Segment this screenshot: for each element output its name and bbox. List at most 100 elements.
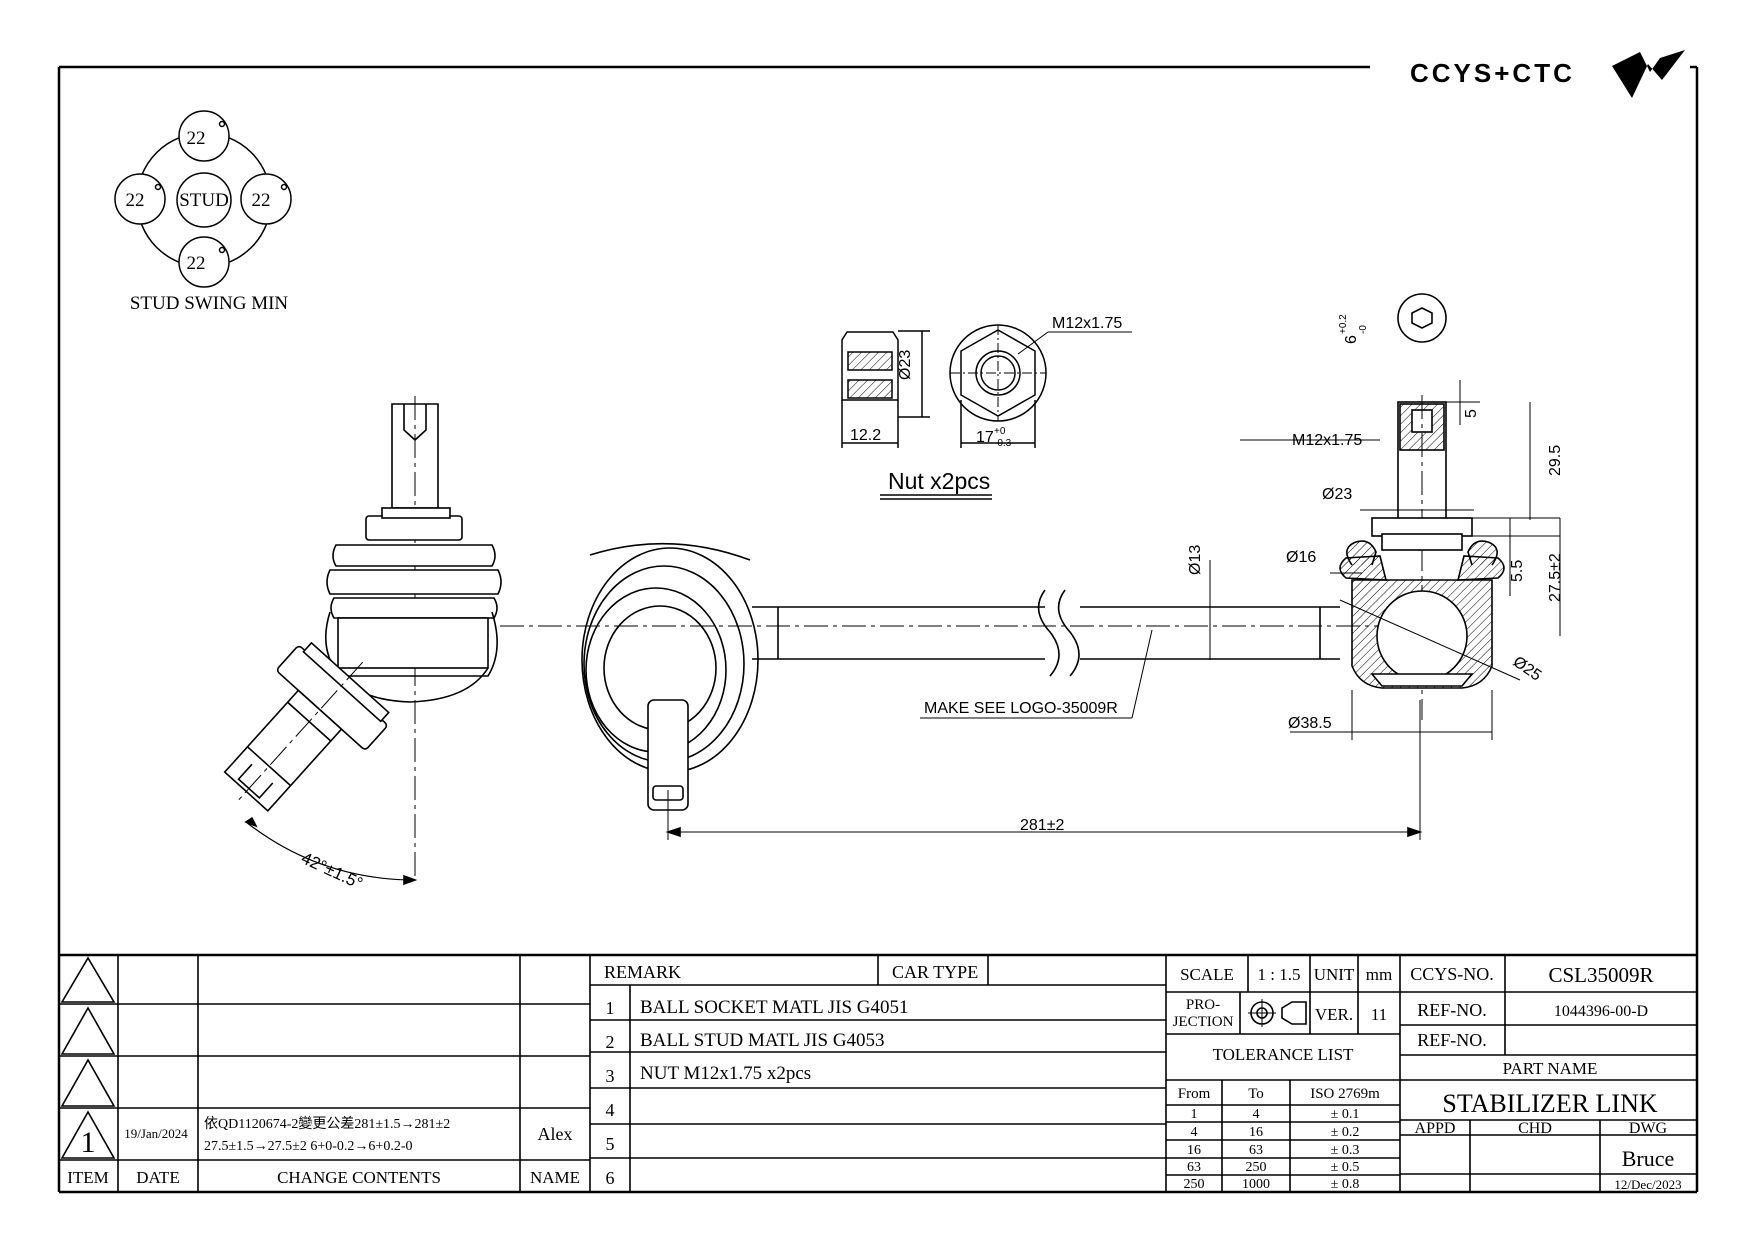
- nut-views: [841, 324, 1132, 500]
- title-block: CCYS-NO. CSL35009R REF-NO. 1044396-00-D …: [1410, 963, 1681, 1192]
- tol-to: 4: [1253, 1107, 1260, 1122]
- nut-diameter-dim: Ø23: [897, 350, 914, 380]
- tol-value: ± 0.5: [1331, 1160, 1360, 1175]
- dwg-label: DWG: [1629, 1120, 1668, 1137]
- car-type-header: CAR TYPE: [892, 962, 978, 982]
- tol-value: ± 0.8: [1331, 1177, 1360, 1192]
- tol-header-iso: ISO 2769m: [1310, 1086, 1380, 1102]
- remark-no-1: 1: [606, 998, 615, 1018]
- nut-width-dim: 17: [976, 429, 994, 446]
- revision-date: 19/Jan/2024: [124, 1126, 188, 1141]
- tol-value: ± 0.3: [1331, 1143, 1360, 1158]
- ver-value: 11: [1371, 1005, 1387, 1024]
- remarks-table: REMARK CAR TYPE 1 BALL SOCKET MATL JIS G…: [604, 962, 978, 1188]
- ref-label-2: REF-NO.: [1417, 1030, 1487, 1050]
- projection-label-1: PRO-: [1186, 997, 1220, 1013]
- nut-width-plus: +0: [994, 426, 1006, 437]
- swing-angle-top: 22: [187, 128, 206, 149]
- dim-5: 5: [1463, 409, 1480, 418]
- tol-header-to: To: [1248, 1086, 1264, 1102]
- header-name: NAME: [530, 1168, 580, 1187]
- tol-to: 16: [1249, 1125, 1263, 1140]
- ver-label: VER.: [1315, 1005, 1353, 1024]
- rod-diameter-dim: Ø13: [1187, 545, 1204, 575]
- revision-name: Alex: [538, 1124, 573, 1144]
- header-date: DATE: [136, 1168, 179, 1187]
- left-view: [223, 396, 502, 886]
- right-view: [1240, 293, 1561, 740]
- remark-no-2: 2: [606, 1032, 615, 1052]
- brand-logo: CCYS+CTC: [1410, 50, 1685, 98]
- header-item: ITEM: [67, 1168, 109, 1187]
- revision-content-line1: 依QD1120674-2變更公差281±1.5→281±2: [204, 1116, 450, 1132]
- tol-value: ± 0.1: [1331, 1107, 1360, 1122]
- scale-label: SCALE: [1180, 965, 1234, 984]
- swing-angle-left: 22: [126, 190, 145, 211]
- tol-to: 1000: [1242, 1177, 1270, 1192]
- length-dim: 281±2: [1020, 817, 1064, 834]
- stud-swing-diagram: [114, 110, 292, 288]
- dim-5-5: 5.5: [1509, 560, 1526, 582]
- drawing-date: 12/Dec/2023: [1614, 1177, 1681, 1192]
- revision-content-line2: 27.5±1.5→27.5±2 6+0-0.2→6+0.2-0: [204, 1139, 412, 1154]
- angle-dim: 42°±1.5°: [298, 848, 365, 893]
- hex-depth-dim: 6: [1343, 335, 1360, 344]
- tol-from: 4: [1191, 1125, 1198, 1140]
- ref-number: 1044396-00-D: [1554, 1003, 1648, 1020]
- nut-width-minus: -0.3: [994, 438, 1012, 449]
- tol-from: 250: [1184, 1177, 1205, 1192]
- nut-thread-dim: M12x1.75: [1052, 315, 1122, 332]
- tol-from: 1: [1191, 1107, 1198, 1122]
- dim-23: Ø23: [1322, 486, 1352, 503]
- tol-from: 16: [1187, 1143, 1201, 1158]
- unit-value: mm: [1366, 965, 1392, 984]
- remark-no-4: 4: [606, 1100, 615, 1120]
- revision-item: 1: [81, 1126, 96, 1159]
- nut-height-dim: 12.2: [850, 427, 881, 444]
- nut-caption: Nut x2pcs: [888, 468, 990, 494]
- chd-label: CHD: [1518, 1120, 1552, 1137]
- hex-depth-minus: -0: [1358, 325, 1369, 334]
- title-block-lines: [59, 955, 1697, 1192]
- tol-from: 63: [1187, 1160, 1201, 1175]
- stud-label: STUD: [179, 190, 229, 211]
- remark-no-6: 6: [606, 1168, 615, 1188]
- remark-no-5: 5: [606, 1134, 615, 1154]
- logo-note: MAKE SEE LOGO-35009R: [924, 700, 1118, 717]
- tol-value: ± 0.2: [1331, 1125, 1360, 1140]
- swing-angle-bottom: 22: [187, 253, 206, 274]
- dim-16: Ø16: [1286, 549, 1316, 566]
- remark-text-3: NUT M12x1.75 x2pcs: [640, 1063, 811, 1084]
- tol-to: 63: [1249, 1143, 1263, 1158]
- dim-38-5: Ø38.5: [1288, 715, 1332, 732]
- drawer-name: Bruce: [1622, 1146, 1675, 1171]
- swing-angle-right: 22: [252, 190, 271, 211]
- appd-label: APPD: [1415, 1120, 1456, 1137]
- spec-block: SCALE 1 : 1.5 UNIT mm PRO- JECTION VER. …: [1173, 965, 1393, 1192]
- tol-to: 250: [1246, 1160, 1267, 1175]
- remark-header: REMARK: [604, 962, 681, 982]
- remark-no-3: 3: [606, 1066, 615, 1086]
- revision-table: 1 19/Jan/2024 依QD1120674-2變更公差281±1.5→28…: [67, 1116, 580, 1187]
- stud-thread-dim: M12x1.75: [1292, 432, 1362, 449]
- ccys-label: CCYS-NO.: [1410, 964, 1494, 984]
- stud-swing-caption: STUD SWING MIN: [130, 293, 289, 314]
- ref-label: REF-NO.: [1417, 1000, 1487, 1020]
- svg-text:CCYS+CTC: CCYS+CTC: [1410, 58, 1575, 88]
- header-change-contents: CHANGE CONTENTS: [277, 1168, 441, 1187]
- part-name-label: PART NAME: [1503, 1059, 1598, 1078]
- tolerance-title: TOLERANCE LIST: [1213, 1045, 1354, 1064]
- center-view: [500, 542, 1423, 840]
- tol-header-from: From: [1178, 1086, 1211, 1102]
- ccys-number: CSL35009R: [1548, 963, 1653, 987]
- remark-text-1: BALL SOCKET MATL JIS G4051: [640, 997, 908, 1018]
- hex-depth-plus: +0.2: [1338, 314, 1349, 334]
- dim-29-5: 29.5: [1547, 445, 1564, 476]
- dim-27-5: 27.5±2: [1547, 553, 1564, 602]
- part-name: STABILIZER LINK: [1442, 1089, 1657, 1118]
- dim-25: Ø25: [1510, 653, 1545, 684]
- remark-text-2: BALL STUD MATL JIS G4053: [640, 1030, 885, 1051]
- scale-value: 1 : 1.5: [1258, 965, 1301, 984]
- projection-label-2: JECTION: [1173, 1014, 1234, 1030]
